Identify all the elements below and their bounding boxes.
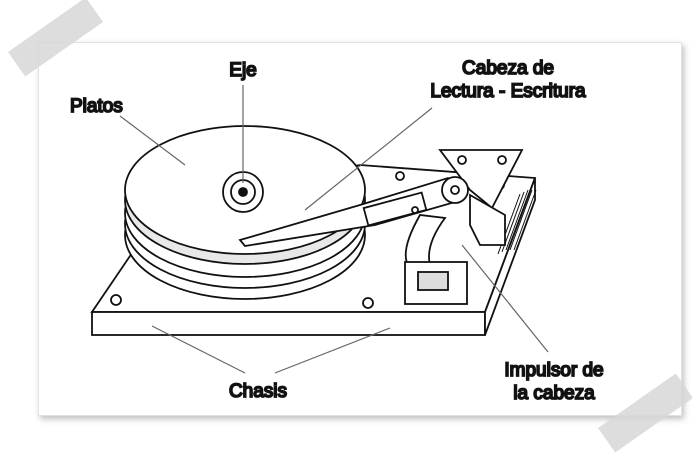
connector-comb [497, 189, 537, 255]
actuator [404, 149, 524, 305]
label-actuator-line2: la cabeza [513, 383, 595, 404]
label-spindle: Eje [229, 60, 256, 81]
label-chassis: Chasis [229, 381, 287, 402]
label-platters: Platos [70, 96, 123, 117]
leader-lines [119, 85, 549, 374]
label-head-line2: Lectura - Escritura [430, 81, 586, 102]
read-write-arm [238, 176, 469, 247]
label-head-line1: Cabeza de [462, 58, 554, 79]
label-actuator-line1: Impulsor de [504, 360, 603, 381]
